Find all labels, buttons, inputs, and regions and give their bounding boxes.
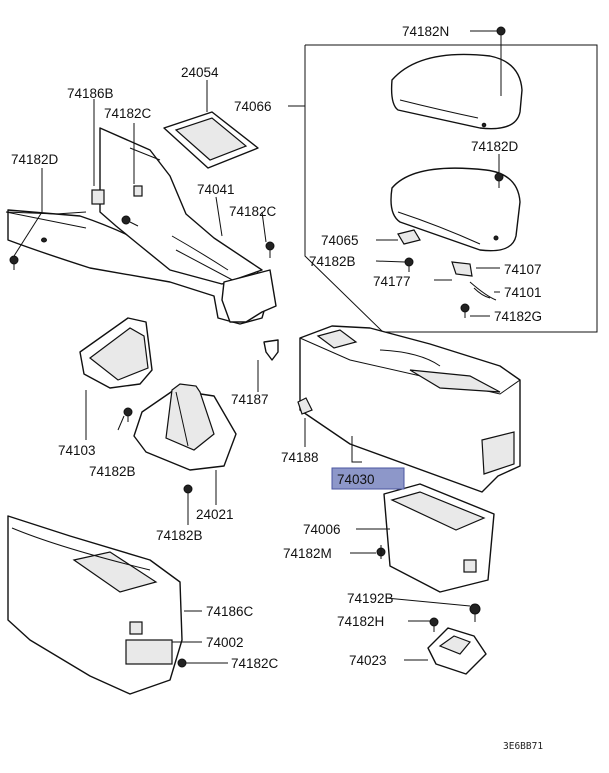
screw-74182H: [429, 617, 439, 632]
armrest-lid-upper: [390, 53, 523, 130]
label-74030: 74030: [337, 472, 375, 487]
clip-74188: [297, 397, 313, 415]
screw-74182C-right: [265, 241, 275, 258]
label-74182D-a: 74182D: [471, 139, 519, 154]
screw-74182D-upper: [494, 172, 504, 188]
screw-74182B-mid: [123, 407, 133, 422]
label-24021: 24021: [196, 507, 234, 522]
label-74182M: 74182M: [283, 546, 332, 561]
label-74182C-c: 74182C: [231, 656, 279, 671]
label-74182G: 74182G: [494, 309, 542, 324]
label-74103: 74103: [58, 443, 96, 458]
storage-box: [383, 483, 495, 593]
label-74002: 74002: [206, 635, 244, 650]
label-74065: 74065: [321, 233, 359, 248]
screw-74182G: [460, 303, 470, 318]
label-74006: 74006: [303, 522, 341, 537]
label-24054: 24054: [181, 65, 219, 80]
label-74182H: 74182H: [337, 614, 384, 629]
label-74182B-a: 74182B: [309, 254, 356, 269]
label-74187: 74187: [231, 392, 269, 407]
bracket: [427, 627, 487, 675]
screw-74182B-low: [183, 484, 193, 500]
screw-74182C-console: [121, 215, 139, 227]
bolt-74192B: [469, 603, 481, 622]
label-74182B-c: 74182B: [156, 528, 203, 543]
label-74041: 74041: [197, 182, 235, 197]
part-labels: 74182N 24054 74186B 74182C 74066 74182D …: [11, 24, 542, 671]
label-74182B-b: 74182B: [89, 464, 136, 479]
screw-74182D-left: [9, 255, 19, 270]
front-lower-console: [7, 515, 183, 695]
label-74182D-b: 74182D: [11, 152, 59, 167]
label-74177: 74177: [373, 274, 411, 289]
leader-lines: [5, 30, 502, 664]
screw-74182N: [496, 26, 506, 42]
armrest-lid-lower: [390, 167, 521, 252]
armrest-group-frame: [304, 44, 598, 333]
label-74192B: 74192B: [347, 591, 394, 606]
shift-bezel: [163, 111, 259, 169]
screw-74182M: [376, 545, 386, 559]
clip-74187: [263, 339, 279, 361]
label-74182C-a: 74182C: [104, 106, 152, 121]
label-74182N: 74182N: [402, 24, 449, 39]
label-74188: 74188: [281, 450, 319, 465]
hinge-parts: [397, 229, 497, 301]
screw-74182B-upper: [404, 257, 414, 272]
label-74186C: 74186C: [206, 604, 254, 619]
rear-console: [299, 325, 521, 493]
boot-panel: [79, 317, 153, 389]
shift-boot: [133, 383, 237, 471]
label-74066: 74066: [234, 99, 272, 114]
label-74101: 74101: [504, 285, 542, 300]
label-74186B: 74186B: [67, 86, 114, 101]
tunnel-console: [7, 127, 277, 325]
label-74107: 74107: [504, 262, 542, 277]
diagram-code: 3E6BB71: [503, 741, 543, 752]
label-74182C-b: 74182C: [229, 204, 277, 219]
highlight-74030: [331, 467, 405, 490]
label-74023: 74023: [349, 653, 387, 668]
screw-74182C-lower: [177, 658, 192, 668]
